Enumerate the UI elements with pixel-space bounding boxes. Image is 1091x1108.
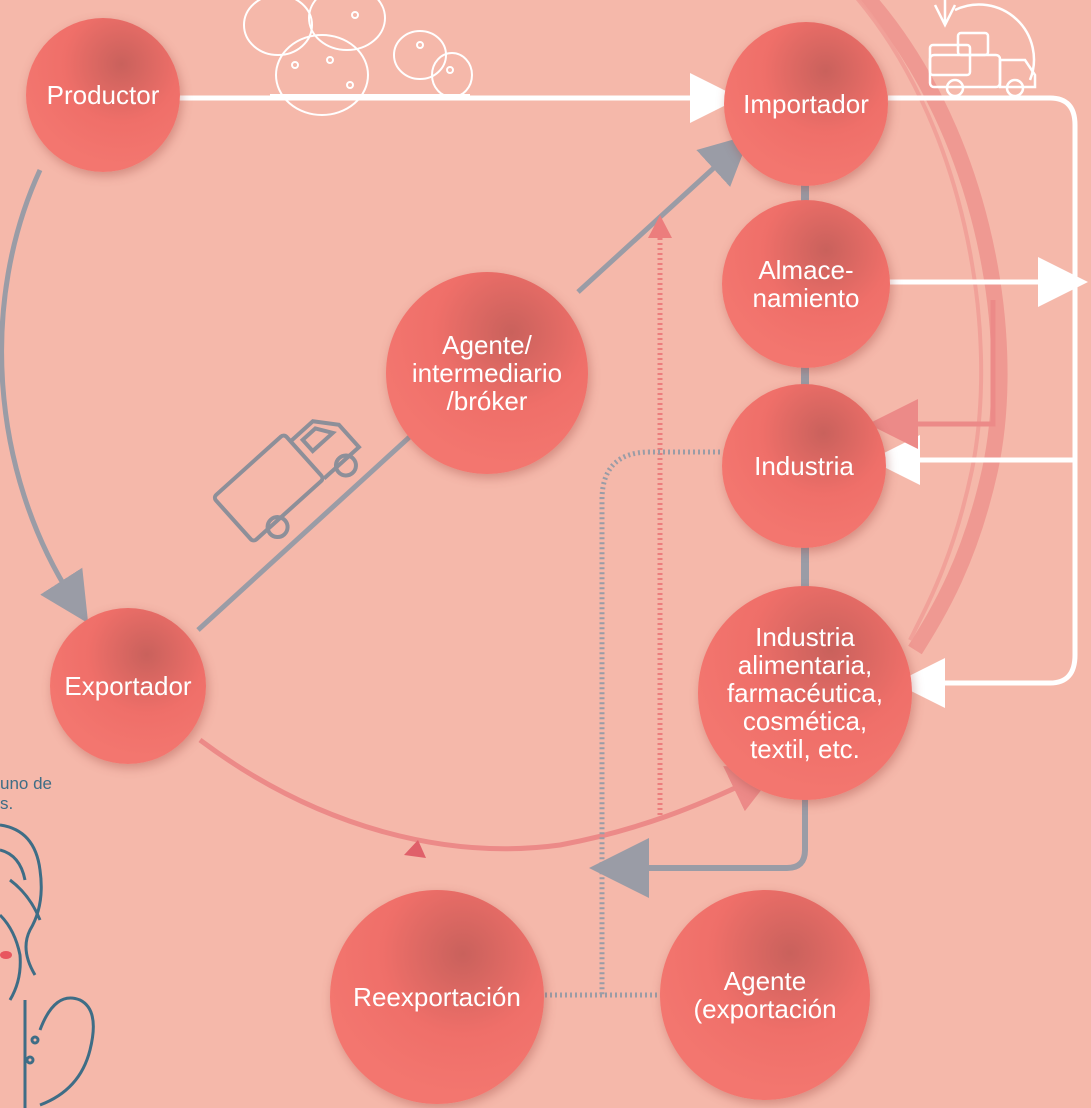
node-exportador: Exportador [50,608,206,764]
node-reexportacion: Reexportación [330,890,544,1104]
node-industria: Industria [722,384,886,548]
globe-shipping-icon [928,0,1037,98]
node-industria-sectores: Industria alimentaria, farmacéutica, cos… [698,586,912,800]
woman-illustration [0,823,95,1108]
node-importador: Importador [724,22,888,186]
cactus-icon [243,0,473,116]
node-productor: Productor [26,18,180,172]
truck-icon [212,419,362,543]
node-almacenamiento: Almace- namiento [722,200,890,368]
node-agente-intermediario: Agente/ intermediario /bróker [386,272,588,474]
side-caption-text: uno de s. [0,774,52,813]
node-agente-exportacion: Agente (exportación [660,890,870,1100]
